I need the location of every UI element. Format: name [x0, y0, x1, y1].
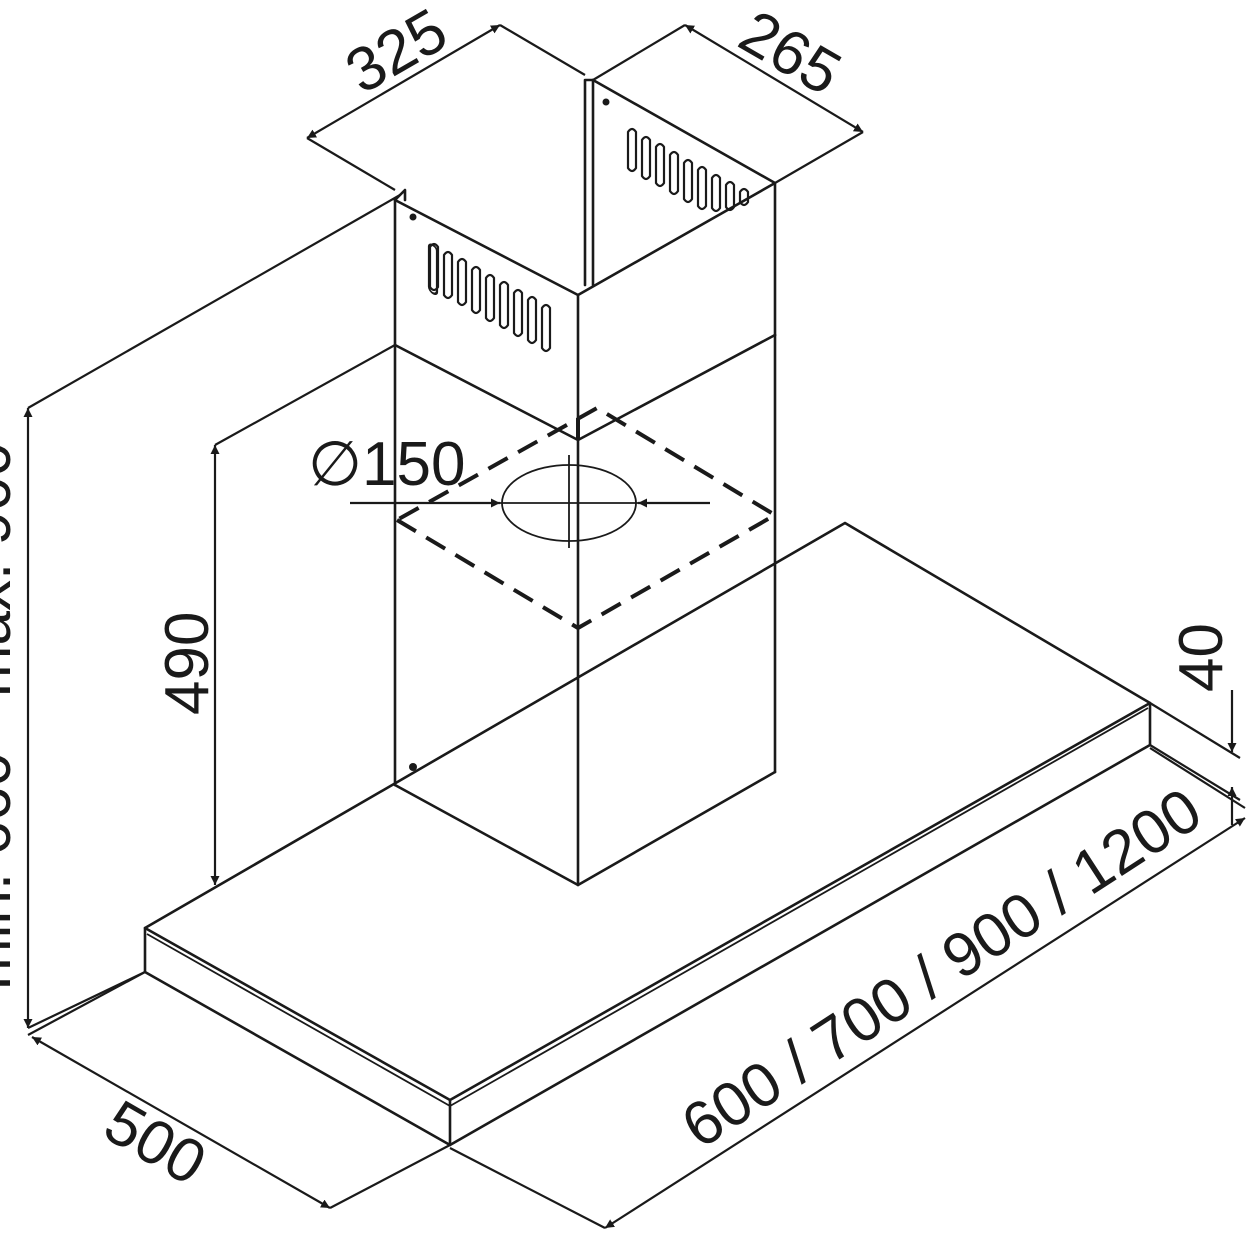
lower-chimney-height-dimension	[210, 344, 396, 885]
top-width-label: 325	[335, 0, 459, 107]
duct-diameter-label: ∅150	[308, 430, 465, 499]
top-depth-label: 265	[728, 0, 852, 109]
duct-outlet	[393, 405, 779, 631]
canopy-thickness-label: 40	[1167, 623, 1236, 692]
depth-label: 500	[93, 1087, 217, 1198]
canopy	[143, 521, 1152, 1147]
vent-grille-left-icon	[428, 242, 552, 353]
lower-chimney-height-label: 490	[153, 612, 222, 715]
top-depth-dimension	[592, 24, 864, 184]
screw-hole	[409, 763, 417, 771]
canopy-thickness-dimension	[1149, 690, 1241, 825]
height-range-label: min. 660 - max. 900	[0, 442, 24, 990]
vent-grille-back-icon	[626, 127, 750, 213]
depth-dimension	[27, 971, 451, 1209]
width-dimension	[449, 747, 1246, 1229]
top-width-dimension	[306, 24, 586, 191]
lower-chimney	[393, 333, 777, 887]
width-label: 600 / 700 / 900 / 1200	[670, 775, 1214, 1161]
